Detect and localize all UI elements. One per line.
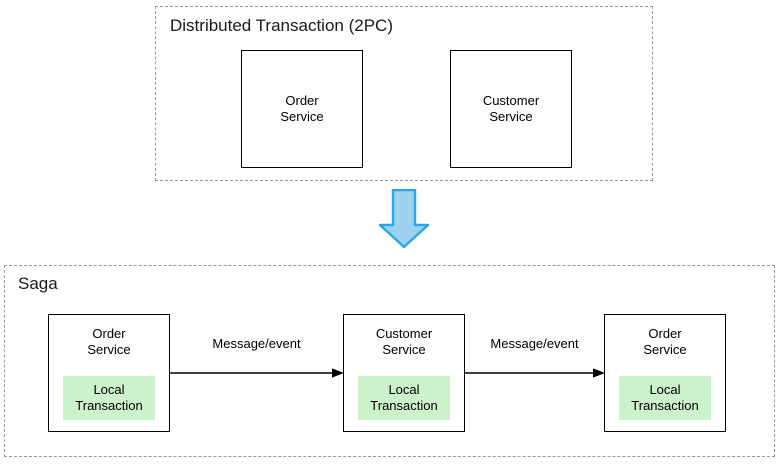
service-box-customer-service-saga[interactable]: Customer Service Local Transaction [343,314,465,432]
group-distributed-transaction [155,6,653,181]
service-box-order-service-saga-1[interactable]: Order Service Local Transaction [48,314,170,432]
local-transaction-chip-order-service-saga-1: Local Transaction [63,376,155,420]
local-transaction-chip-customer-service-saga: Local Transaction [358,376,450,420]
group-saga [4,265,775,457]
transform-arrow-shape [378,189,430,249]
transform-down-arrow [378,189,430,249]
connector-label-1: Message/event [212,336,301,351]
connector-arrow-2 [465,366,605,380]
local-transaction-chip-order-service-saga-2: Local Transaction [619,376,711,420]
group-title-saga: Saga [18,274,58,293]
service-box-order-service-saga-2[interactable]: Order Service Local Transaction [604,314,726,432]
service-box-order-service-2pc[interactable]: Order Service [241,50,363,168]
service-label-order-service-saga-2: Order Service [643,326,687,357]
group-title-distributed-transaction: Distributed Transaction (2PC) [170,16,393,35]
service-label-customer-service-2pc: Customer Service [482,93,540,124]
service-label-customer-service-saga: Customer Service [375,326,433,357]
connector-arrow-1 [170,366,344,380]
service-box-customer-service-2pc[interactable]: Customer Service [450,50,572,168]
service-label-order-service-saga-1: Order Service [87,326,131,357]
connector-label-2: Message/event [490,336,579,351]
service-label-order-service-2pc: Order Service [280,93,324,124]
